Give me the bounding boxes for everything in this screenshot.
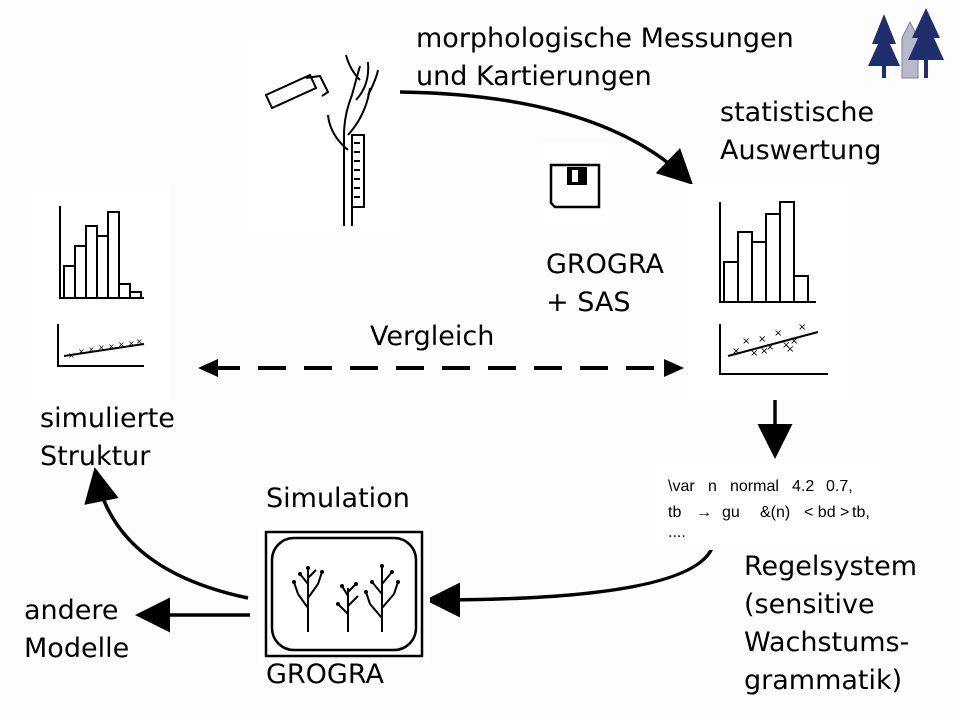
measurement-sketch-panel: [248, 40, 400, 232]
svg-text:×: ×: [118, 340, 125, 349]
label-grogra-sas: GROGRA + SAS: [546, 246, 664, 322]
label-comparison: Vergleich: [370, 321, 495, 352]
label-other-models-line2: Modelle: [24, 633, 130, 664]
svg-text:×: ×: [782, 340, 790, 351]
svg-text:×: ×: [88, 345, 95, 354]
label-other-models-line1: andere: [24, 595, 119, 626]
simulated-chart-panel: ××× ××× ××: [32, 186, 170, 400]
svg-text:×: ×: [750, 348, 758, 359]
svg-text:×: ×: [786, 344, 794, 355]
label-grogra-sas-line1: GROGRA: [546, 249, 664, 280]
label-other-models: andere Modelle: [24, 592, 129, 668]
svg-text:×: ×: [128, 339, 135, 348]
rule-system-code-panel: \var n normal 4.2 0.7, tb → gu &(n) < bd…: [656, 460, 880, 550]
label-statistics-line2: Auswertung: [720, 135, 882, 166]
label-simulated-structure: simulierte Struktur: [40, 400, 175, 476]
arrow-rules-to-simulation: [425, 547, 714, 618]
floppy-disk-panel: [537, 143, 615, 229]
label-rule-system-line4: grammatik): [744, 665, 903, 696]
svg-text:×: ×: [766, 342, 774, 353]
label-simulation: Simulation: [266, 483, 410, 514]
svg-text:×: ×: [108, 342, 115, 351]
label-grogra-sas-line2: + SAS: [546, 287, 631, 318]
label-rule-system-line1: Regelsystem: [744, 551, 918, 582]
svg-text:×: ×: [742, 336, 750, 347]
code-arrow-icon: →: [696, 504, 712, 521]
label-measurement-line1: morphologische Messungen: [416, 23, 794, 54]
label-rule-system-line3: Wachstums-: [744, 627, 910, 658]
svg-text:×: ×: [136, 337, 143, 346]
svg-text:×: ×: [790, 336, 798, 347]
code-ellipsis: ....: [668, 524, 686, 541]
label-measurement: morphologische Messungen und Kartierunge…: [416, 20, 794, 96]
arrowhead-left: [198, 359, 218, 377]
label-measurement-line2: und Kartierungen: [416, 61, 652, 92]
label-statistics-line1: statistische: [720, 97, 875, 128]
svg-text:×: ×: [78, 347, 85, 356]
statistics-chart-panel: ××× ××× ××× ××: [688, 184, 848, 400]
histogram-scatter-icon-simulated: ××× ××× ××: [57, 206, 145, 367]
code-bd: < bd >: [804, 504, 850, 521]
code-mean: 4.2: [792, 478, 815, 495]
caliper-branch-icon: [264, 54, 379, 226]
code-tb-end: tb,: [852, 504, 870, 521]
label-grogra: GROGRA: [266, 659, 384, 690]
label-simulated-line2: Struktur: [40, 441, 151, 472]
svg-text:×: ×: [68, 351, 75, 360]
svg-text:×: ×: [798, 322, 806, 333]
code-n: n: [708, 478, 717, 495]
label-rule-system: Regelsystem (sensitive Wachstums- gramma…: [744, 548, 917, 700]
code-gu: gu: [722, 504, 740, 521]
code-normal: normal: [730, 478, 779, 495]
svg-text:×: ×: [732, 346, 740, 357]
svg-text:×: ×: [774, 328, 782, 339]
simulated-plants-icon: [264, 530, 424, 658]
label-simulated-line1: simulierte: [40, 403, 175, 434]
arrow-measurement-to-statistics: [399, 90, 694, 185]
code-amp-n: &(n): [760, 504, 791, 521]
arrowhead-right: [664, 359, 684, 377]
svg-text:×: ×: [98, 343, 105, 352]
code-var: \var: [668, 478, 695, 495]
label-rule-system-line2: (sensitive: [744, 589, 875, 620]
code-sd: 0.7,: [826, 478, 853, 495]
floppy-disk-icon: [549, 163, 601, 209]
simulation-panel: [258, 528, 430, 664]
label-statistics: statistische Auswertung: [720, 94, 881, 170]
svg-text:×: ×: [760, 346, 768, 357]
code-tb: tb: [668, 504, 682, 521]
arrow-simulation-to-structure: [84, 467, 249, 600]
svg-text:×: ×: [758, 334, 766, 345]
forest-logo-icon: [868, 8, 944, 79]
histogram-scatter-icon: ××× ××× ××× ××: [719, 201, 828, 375]
